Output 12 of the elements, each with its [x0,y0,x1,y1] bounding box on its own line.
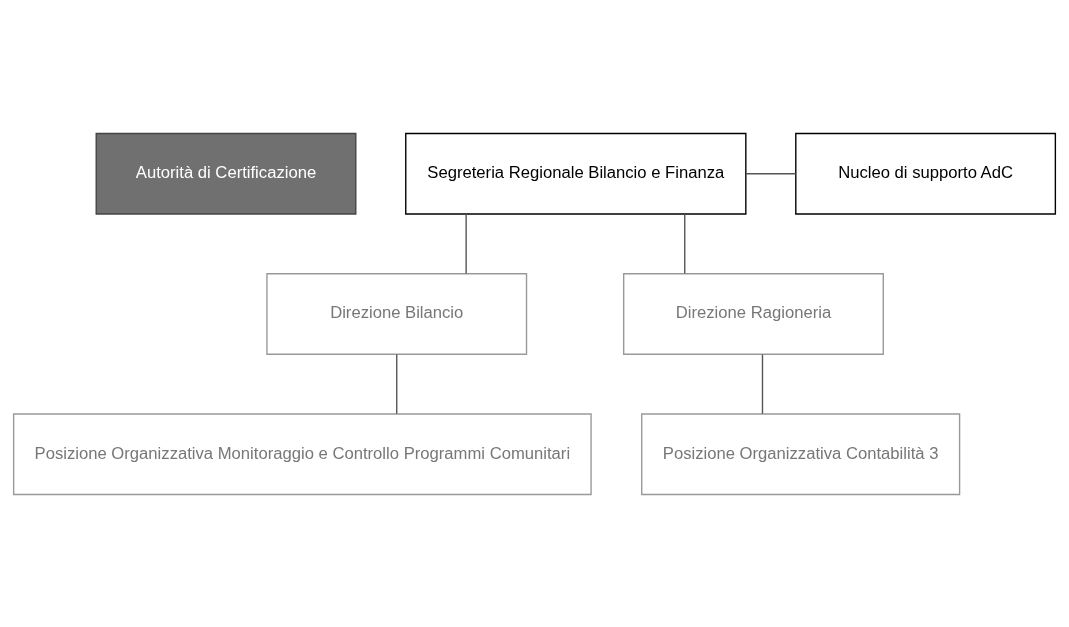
node-box: Nucleo di supporto AdC [795,132,1057,215]
connector [761,353,764,414]
connector [396,353,398,414]
node-box: Direzione Bilancio [266,272,528,355]
node-box: Autorità di Certificazione [95,132,357,215]
connector [745,172,797,174]
connector [465,213,467,274]
node-box: Direzione Ragioneria [623,272,884,355]
node-box: Segreteria Regionale Bilancio e Finanza [405,132,747,215]
node-box: Posizione Organizzativa Monitoraggio e Controllo Programmi Comunitari [12,412,592,495]
node-box: Posizione Organizzativa Contabilità 3 [641,412,961,495]
connector [684,213,686,274]
